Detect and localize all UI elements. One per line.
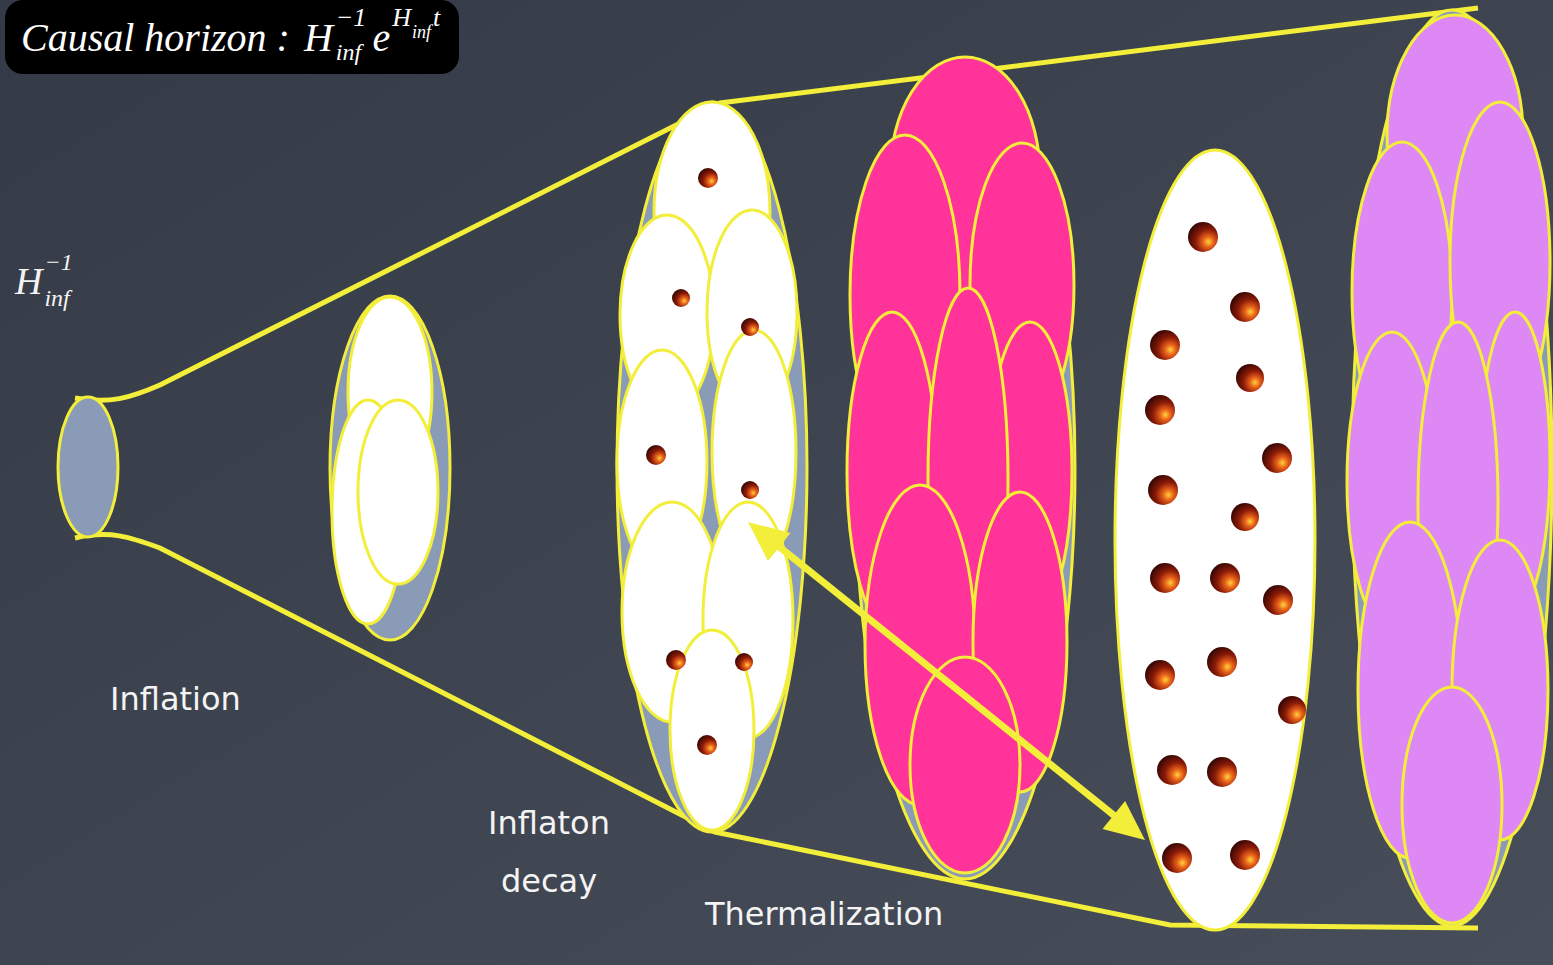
formula-text: t [433,5,440,31]
formula-text: inf [336,40,361,64]
initial-patch [58,397,118,537]
hubble-radius-label: −1 [44,250,72,274]
formula-text: H [304,18,333,58]
hubble-radius-label: H [15,262,42,300]
double-arrow [748,522,1145,840]
stage-label: Inflation [110,683,241,715]
formula-text: Causal horizon : [21,18,290,58]
formula-text: inf [412,23,431,41]
stage-label: Thermalization [705,898,943,930]
inflaton-decay-patch [617,102,807,832]
formula-text: −1 [336,5,367,31]
title-box: Causal horizon :H−1infeHinft [5,0,459,74]
stage-label: Inflaton decay [456,795,642,910]
later-universe-patch [1347,10,1552,926]
formula-text: e [372,18,390,58]
hubble-radius-label: inf [44,286,69,310]
formula-text: H [392,5,411,31]
inflating-patch [330,296,450,640]
thermal-patch [1115,150,1315,930]
